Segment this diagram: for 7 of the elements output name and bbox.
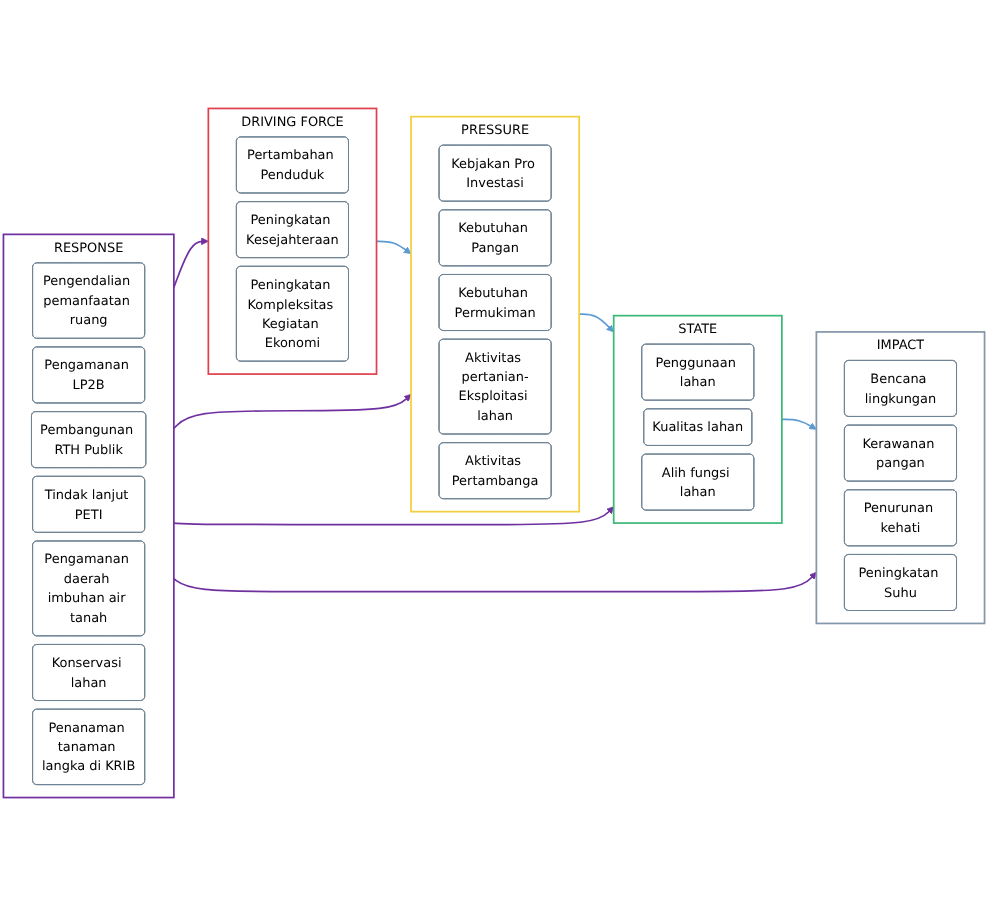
arrow [173, 237, 209, 289]
arrow [781, 418, 817, 430]
arrow [578, 313, 615, 333]
arrow [375, 240, 412, 254]
arrow [173, 393, 412, 430]
arrow [173, 506, 615, 526]
arrow [173, 571, 817, 593]
